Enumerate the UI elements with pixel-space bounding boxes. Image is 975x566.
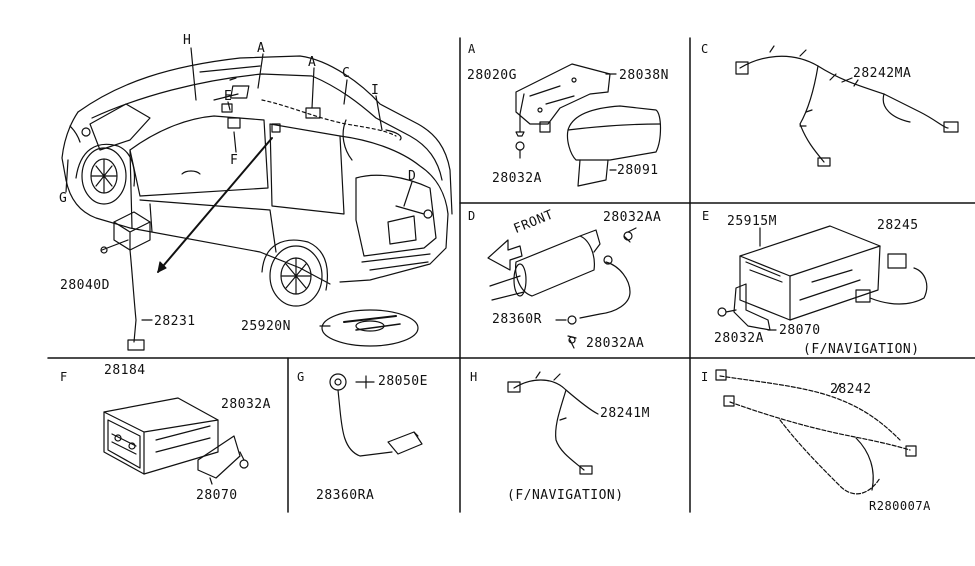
unit-28231-assembly: [100, 211, 153, 351]
part-28242: 28242: [830, 382, 872, 397]
part-28038n: 28038N: [619, 68, 669, 83]
callout-a-1: A: [257, 41, 266, 56]
panel-dividers: [47, 37, 975, 513]
callout-f: F: [230, 153, 239, 168]
callout-i: I: [371, 83, 380, 98]
part-25915m: 25915M: [727, 214, 777, 229]
cd-disc-25920n: [319, 309, 419, 347]
part-28091: 28091: [617, 163, 659, 178]
panel-a-letter: A: [468, 42, 476, 56]
part-28032aa-top: 28032AA: [603, 210, 662, 225]
callout-e: E: [224, 89, 233, 104]
panel-i-harness: [715, 369, 917, 495]
panel-g-letter: G: [297, 370, 305, 384]
part-28032a-a: 28032A: [492, 171, 542, 186]
part-28242ma: 28242MA: [853, 66, 912, 81]
navigation-note-h: (F/NAVIGATION): [507, 488, 624, 503]
part-28040d: 28040D: [60, 278, 110, 293]
part-28360r: 28360R: [492, 312, 542, 327]
callout-a-2: A: [308, 55, 317, 70]
callout-h: H: [183, 33, 192, 48]
part-28050e: 28050E: [378, 374, 428, 389]
panel-c-letter: C: [701, 42, 709, 56]
part-28245: 28245: [877, 218, 919, 233]
part-28032a-e: 28032A: [714, 331, 764, 346]
part-28231: 28231: [154, 314, 196, 329]
part-28070-f: 28070: [196, 488, 238, 503]
part-28032aa-bottom: 28032AA: [586, 336, 645, 351]
panel-a-art: [515, 63, 662, 187]
panel-g-ground-cable: [329, 373, 423, 457]
navigation-note-e: (F/NAVIGATION): [803, 342, 920, 357]
callout-d: D: [408, 169, 417, 184]
part-28032a-f: 28032A: [221, 397, 271, 412]
diagram-reference-code: R280007A: [869, 499, 931, 513]
panel-e-letter: E: [702, 209, 710, 223]
panel-i-letter: I: [701, 370, 709, 384]
part-25920n: 25920N: [241, 319, 291, 334]
panel-f-audio-unit: [103, 397, 249, 485]
panel-d-letter: D: [468, 209, 476, 223]
part-28020g: 28020G: [467, 68, 517, 83]
part-28070-e: 28070: [779, 323, 821, 338]
minivan-illustration: [61, 47, 453, 307]
panel-c-harness: [735, 45, 959, 167]
part-28184: 28184: [104, 363, 146, 378]
panel-h-harness: [507, 371, 599, 475]
panel-e-nav-unit: [717, 225, 928, 331]
part-28241m: 28241M: [600, 406, 650, 421]
callout-g: G: [59, 191, 68, 206]
part-28360ra: 28360RA: [316, 488, 375, 503]
callout-c: C: [342, 66, 351, 81]
panel-d-antenna: [487, 227, 637, 349]
panel-h-letter: H: [470, 370, 478, 384]
panel-f-letter: F: [60, 370, 68, 384]
